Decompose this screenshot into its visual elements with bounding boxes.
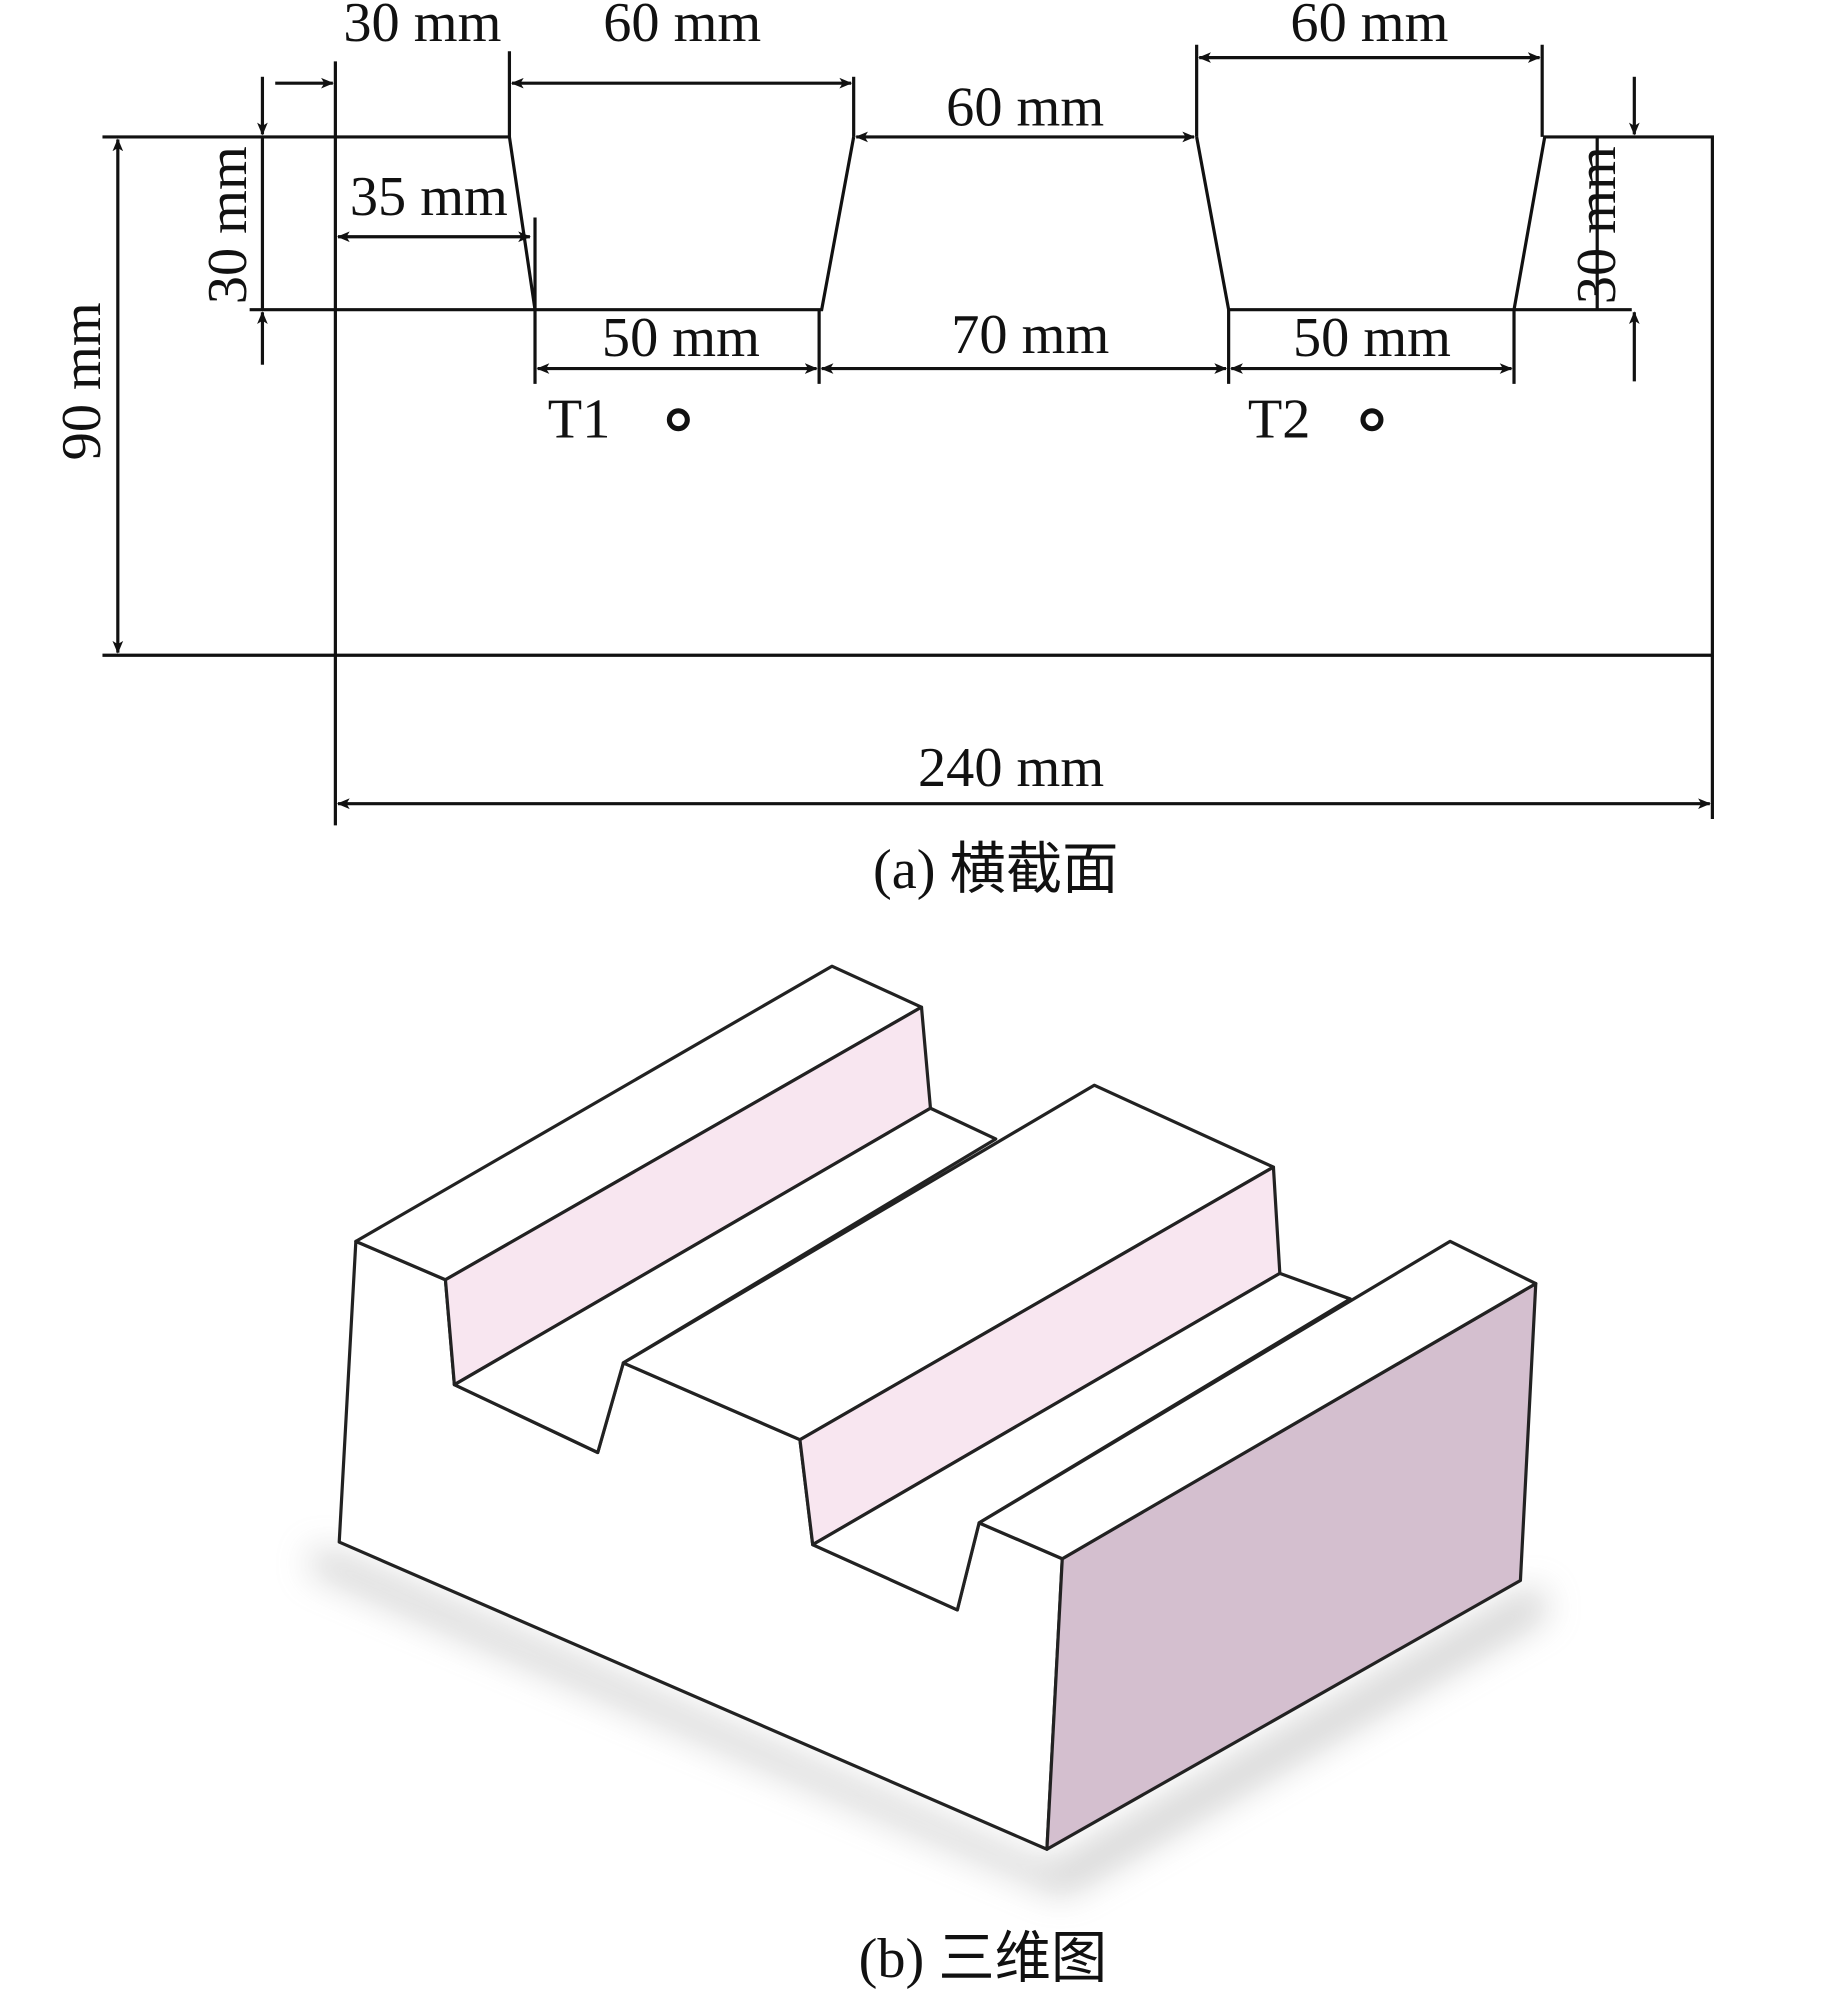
caption-iso-view: (b) 三维图 <box>859 1928 1108 1990</box>
drop-shadow <box>307 1548 1549 1895</box>
sensor-point-t2 <box>1360 408 1384 432</box>
dim-slope-offset: 35 mm <box>350 166 508 228</box>
dim-right-depth: 30 mm <box>1566 146 1628 304</box>
sensor-point-t1 <box>666 408 690 432</box>
dim-groove1-bottom: 50 mm <box>602 307 760 369</box>
dim-middle-top: 60 mm <box>946 76 1104 138</box>
sensor-label-t2: T2 <box>1248 389 1311 451</box>
dim-groove1-top: 60 mm <box>603 0 761 54</box>
sensor-label-t1: T1 <box>548 389 611 451</box>
dimension-lines <box>112 52 1711 810</box>
groove1-floor <box>452 1106 998 1455</box>
dim-total-width: 240 mm <box>918 737 1104 799</box>
cross-section-outline <box>102 44 1714 826</box>
dim-left-edge-width: 30 mm <box>343 0 501 54</box>
caption-cross-section: (a) 横截面 <box>873 839 1118 901</box>
dim-total-height: 90 mm <box>51 302 113 460</box>
dim-groove2-bottom: 50 mm <box>1293 307 1451 369</box>
dim-left-depth: 30 mm <box>197 146 259 304</box>
dim-middle-bottom: 70 mm <box>951 304 1109 366</box>
right-ridge-top <box>977 1239 1538 1561</box>
iso-view <box>307 964 1549 1895</box>
dim-groove2-top: 60 mm <box>1290 0 1448 54</box>
